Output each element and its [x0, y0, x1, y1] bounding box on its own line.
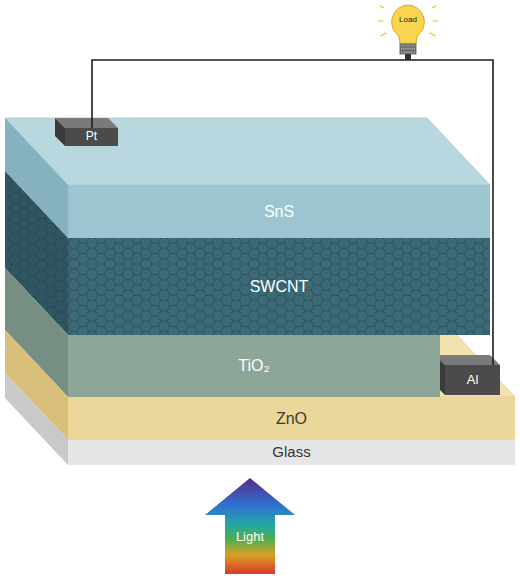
bulb-base: [400, 44, 416, 54]
swcnt-layer: SWCNT: [68, 238, 490, 335]
layer-label: Pt: [86, 130, 97, 143]
bulb-glass: [392, 5, 425, 44]
layer-label: Al: [467, 373, 479, 387]
layer-label: Load: [399, 16, 417, 25]
glass-side-face: [5, 373, 68, 465]
swcnt-hex-pattern: [68, 238, 490, 335]
bulb-thread: [400, 47, 416, 51]
sns-layer: SnS: [68, 185, 490, 238]
load-bulb: Load: [390, 4, 426, 60]
sns-top-face: [5, 118, 490, 185]
light-arrow-shape: [205, 478, 295, 574]
al-electrode: Al: [445, 365, 500, 395]
bulb-contact: [405, 54, 411, 60]
bulb-shape: [390, 4, 426, 60]
glass-layer: Glass: [68, 440, 515, 465]
pt-electrode: Pt: [65, 128, 118, 146]
pt-side-face: [55, 118, 65, 146]
layer-label: SnS: [264, 203, 294, 221]
pt-top-face: [55, 118, 118, 128]
wire: [92, 60, 408, 128]
al-top-face: [435, 355, 500, 365]
light-arrow-shape: [205, 478, 295, 574]
layer-label: SWCNT: [250, 278, 309, 296]
layer-label: Glass: [272, 444, 310, 461]
layer-label: ZnO: [276, 410, 307, 428]
light-arrow: Light: [205, 478, 295, 574]
zno-layer: ZnO: [68, 397, 515, 440]
layer-label: Light: [236, 530, 264, 544]
tio2-layer: TiO₂: [68, 335, 440, 397]
layer-label: TiO₂: [238, 357, 269, 375]
